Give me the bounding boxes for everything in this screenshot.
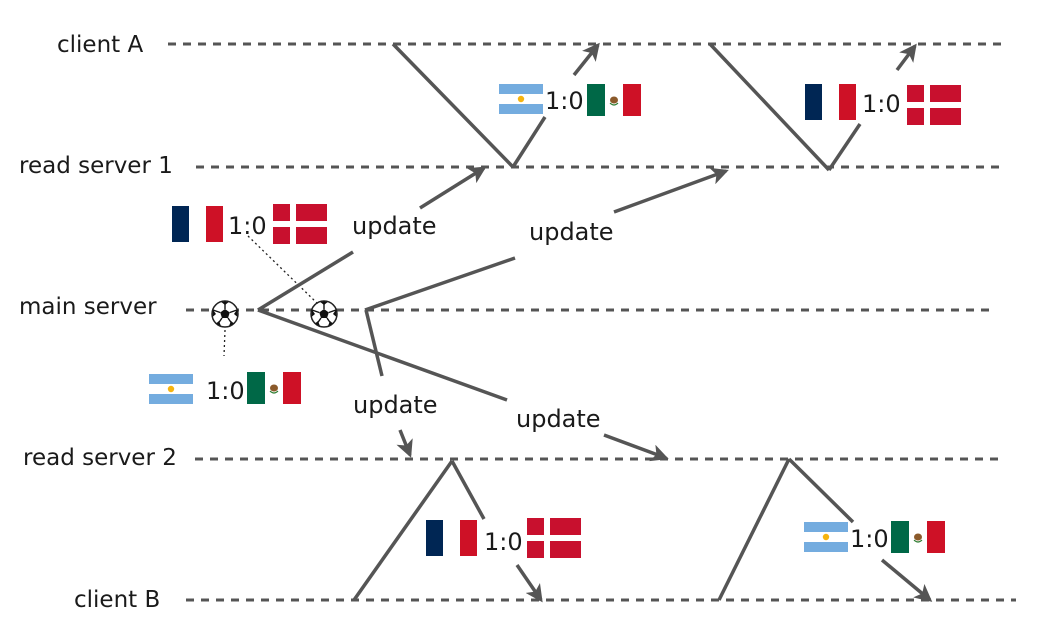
client-a-response-1 <box>572 42 600 77</box>
client-a-request-2 <box>708 42 831 172</box>
flag-argentina-icon <box>499 84 543 114</box>
soccer-ball-icon <box>211 300 239 328</box>
client-a-result-2: 1:0 <box>805 84 961 125</box>
update-arrow-1 <box>419 166 487 210</box>
update-arrow-3-segment <box>364 309 384 377</box>
update-arrow-1-segment <box>257 250 354 312</box>
update-label: update <box>529 218 614 246</box>
client-a-response-1-segment <box>511 116 547 168</box>
flag-argentina-icon <box>804 522 848 552</box>
score-label: 1:0 <box>484 528 523 556</box>
client-b-request-2 <box>717 458 791 601</box>
score-label: 1:0 <box>850 525 889 553</box>
client-b-result-2: 1:0 <box>804 520 946 554</box>
flag-mexico-icon <box>246 371 302 405</box>
client-b-response-2-segment <box>787 457 855 524</box>
flag-mexico-icon <box>890 520 946 554</box>
update-label: update <box>353 391 438 419</box>
soccer-ball-icon <box>310 300 338 328</box>
client-b-request-1 <box>352 459 454 602</box>
read-server-2-label: read server 2 <box>23 445 177 471</box>
update-label: update <box>516 405 601 433</box>
score-label: 1:0 <box>206 377 245 405</box>
update-arrow-3 <box>396 429 413 458</box>
update-arrow-4-segment <box>257 308 508 402</box>
flag-france-icon <box>426 520 477 556</box>
update-label: update <box>352 212 437 240</box>
flag-france-icon <box>172 206 223 242</box>
score-label: 1:0 <box>545 87 584 115</box>
client-b-label: client B <box>74 587 160 613</box>
flag-denmark-icon <box>907 85 961 125</box>
event-annotation-link <box>247 235 319 305</box>
flag-france-icon <box>805 84 856 120</box>
client-a-request-1 <box>391 42 515 169</box>
flag-argentina-icon <box>149 374 193 404</box>
flag-mexico-icon <box>586 83 642 117</box>
match-annotation-france-denmark: 1:0 <box>172 204 327 244</box>
client-a-response-2 <box>895 43 917 72</box>
main-server-label: main server <box>19 294 157 320</box>
client-a-label: client A <box>57 32 143 58</box>
score-label: 1:0 <box>862 90 901 118</box>
client-b-response-1 <box>515 564 543 603</box>
update-arrow-2-segment <box>364 256 516 312</box>
read-server-1-label: read server 1 <box>19 153 173 179</box>
update-arrow-2 <box>613 167 729 214</box>
client-a-response-2-segment <box>827 123 862 171</box>
client-b-result-1: 1:0 <box>426 518 581 558</box>
client-a-result-1: 1:0 <box>499 83 642 117</box>
update-arrow-4 <box>603 433 669 462</box>
client-b-response-1-segment <box>450 460 486 520</box>
match-annotation-argentina-mexico: 1:0 <box>149 371 302 405</box>
score-label: 1:0 <box>228 212 267 240</box>
event-annotation-link <box>223 329 226 357</box>
flag-denmark-icon <box>273 204 327 244</box>
flag-denmark-icon <box>527 518 581 558</box>
client-b-response-2 <box>880 558 933 602</box>
